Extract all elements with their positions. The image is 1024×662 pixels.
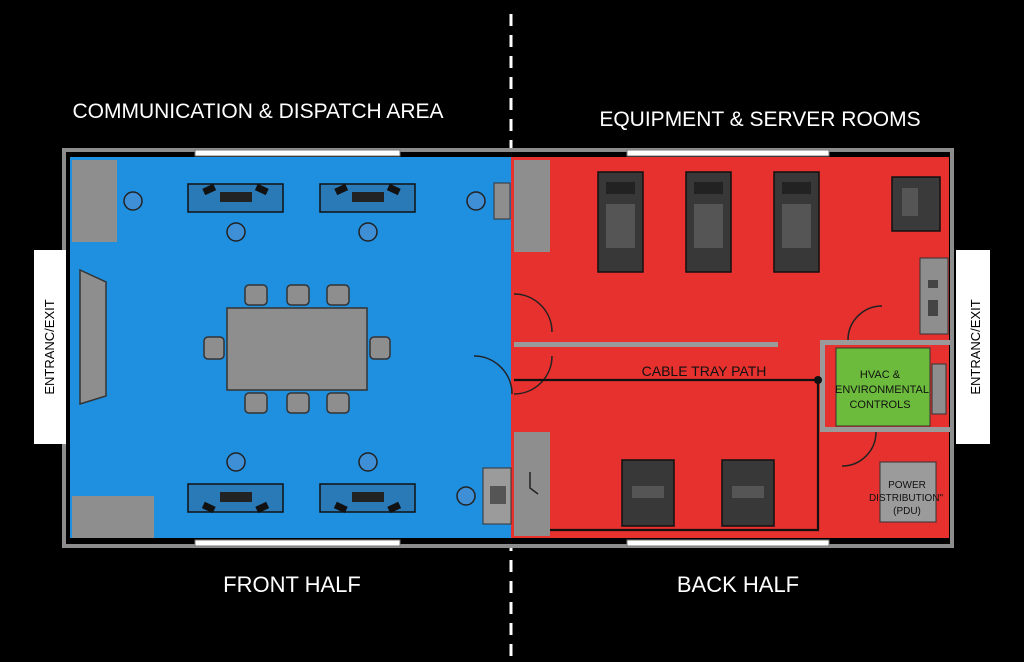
pdu-label-line1: POWER xyxy=(888,480,926,491)
chair-icon xyxy=(123,191,143,211)
door-swing-arc xyxy=(473,355,513,395)
partition-wall xyxy=(820,340,825,432)
window-bottom-left xyxy=(194,539,401,547)
right-entrance-door[interactable] xyxy=(956,250,990,444)
left-entrance-door[interactable] xyxy=(34,250,66,444)
fire-extinguisher-icon xyxy=(529,472,539,495)
rack-vent xyxy=(490,486,506,504)
partition-wall xyxy=(820,340,950,345)
ups-display xyxy=(632,486,664,498)
cable-tray-path xyxy=(514,378,820,532)
hvac-room xyxy=(835,347,931,427)
door-swing-arc xyxy=(513,355,553,395)
cable-tray-junction xyxy=(814,376,822,384)
wall-unit-slot xyxy=(928,280,938,288)
window-bottom-right xyxy=(626,539,830,547)
pdu-cabinet xyxy=(879,461,937,523)
back-half-label: BACK HALF xyxy=(677,572,799,597)
pdu-label-line2: DISTRIBUTION" xyxy=(869,493,944,504)
right-entrance-label: ENTRANC/EXIT xyxy=(968,299,983,394)
door-swing-arc xyxy=(847,305,883,341)
back-area-heading: EQUIPMENT & SERVER ROOMS xyxy=(599,108,920,131)
cabinet-bottom-left xyxy=(72,496,154,538)
display-screen xyxy=(79,268,107,406)
front-half-label: FRONT HALF xyxy=(223,572,361,597)
dispatch-console-bottom-left xyxy=(187,483,284,514)
partition-wall xyxy=(514,342,778,347)
dispatch-console-top-right xyxy=(319,183,416,213)
chair-icon xyxy=(358,222,378,242)
chair-icon xyxy=(456,486,476,506)
chair-icon xyxy=(226,452,246,472)
wall-unit-slot xyxy=(928,300,938,316)
door-swing-arc xyxy=(513,293,553,333)
wall-cabinet-top-right xyxy=(493,182,511,220)
window-top-right xyxy=(626,149,830,157)
hvac-label-line2: ENVIRONMENTAL xyxy=(835,384,929,396)
wall-unit-right xyxy=(919,257,949,335)
door-swing-arc xyxy=(841,431,877,467)
cabinet-back-top xyxy=(514,160,550,252)
ups-display xyxy=(732,486,764,498)
partition-wall xyxy=(820,427,950,432)
chair-icon xyxy=(358,452,378,472)
hvac-label-line3: CONTROLS xyxy=(849,399,910,411)
ups-unit xyxy=(621,459,675,527)
chair-icon xyxy=(226,222,246,242)
left-entrance-label: ENTRANC/EXIT xyxy=(42,299,57,394)
dispatch-console-top-left xyxy=(187,183,284,213)
pdu-label-line3: (PDU) xyxy=(893,506,921,517)
thermostat-icon xyxy=(931,363,947,415)
hvac-label-line1: HVAC & xyxy=(860,369,901,381)
dispatch-console-bottom-right xyxy=(319,483,416,514)
server-racks xyxy=(597,171,941,273)
conference-chairs xyxy=(203,284,391,414)
conference-table xyxy=(226,307,368,391)
cable-tray-label: CABLE TRAY PATH xyxy=(642,363,767,379)
front-area-heading: COMMUNICATION & DISPATCH AREA xyxy=(72,100,443,123)
chair-icon xyxy=(466,191,486,211)
operator-chairs xyxy=(123,191,486,506)
window-top-left xyxy=(194,149,401,157)
cabinet-top-left xyxy=(72,160,117,242)
cabinet-back-bottom xyxy=(514,432,550,536)
